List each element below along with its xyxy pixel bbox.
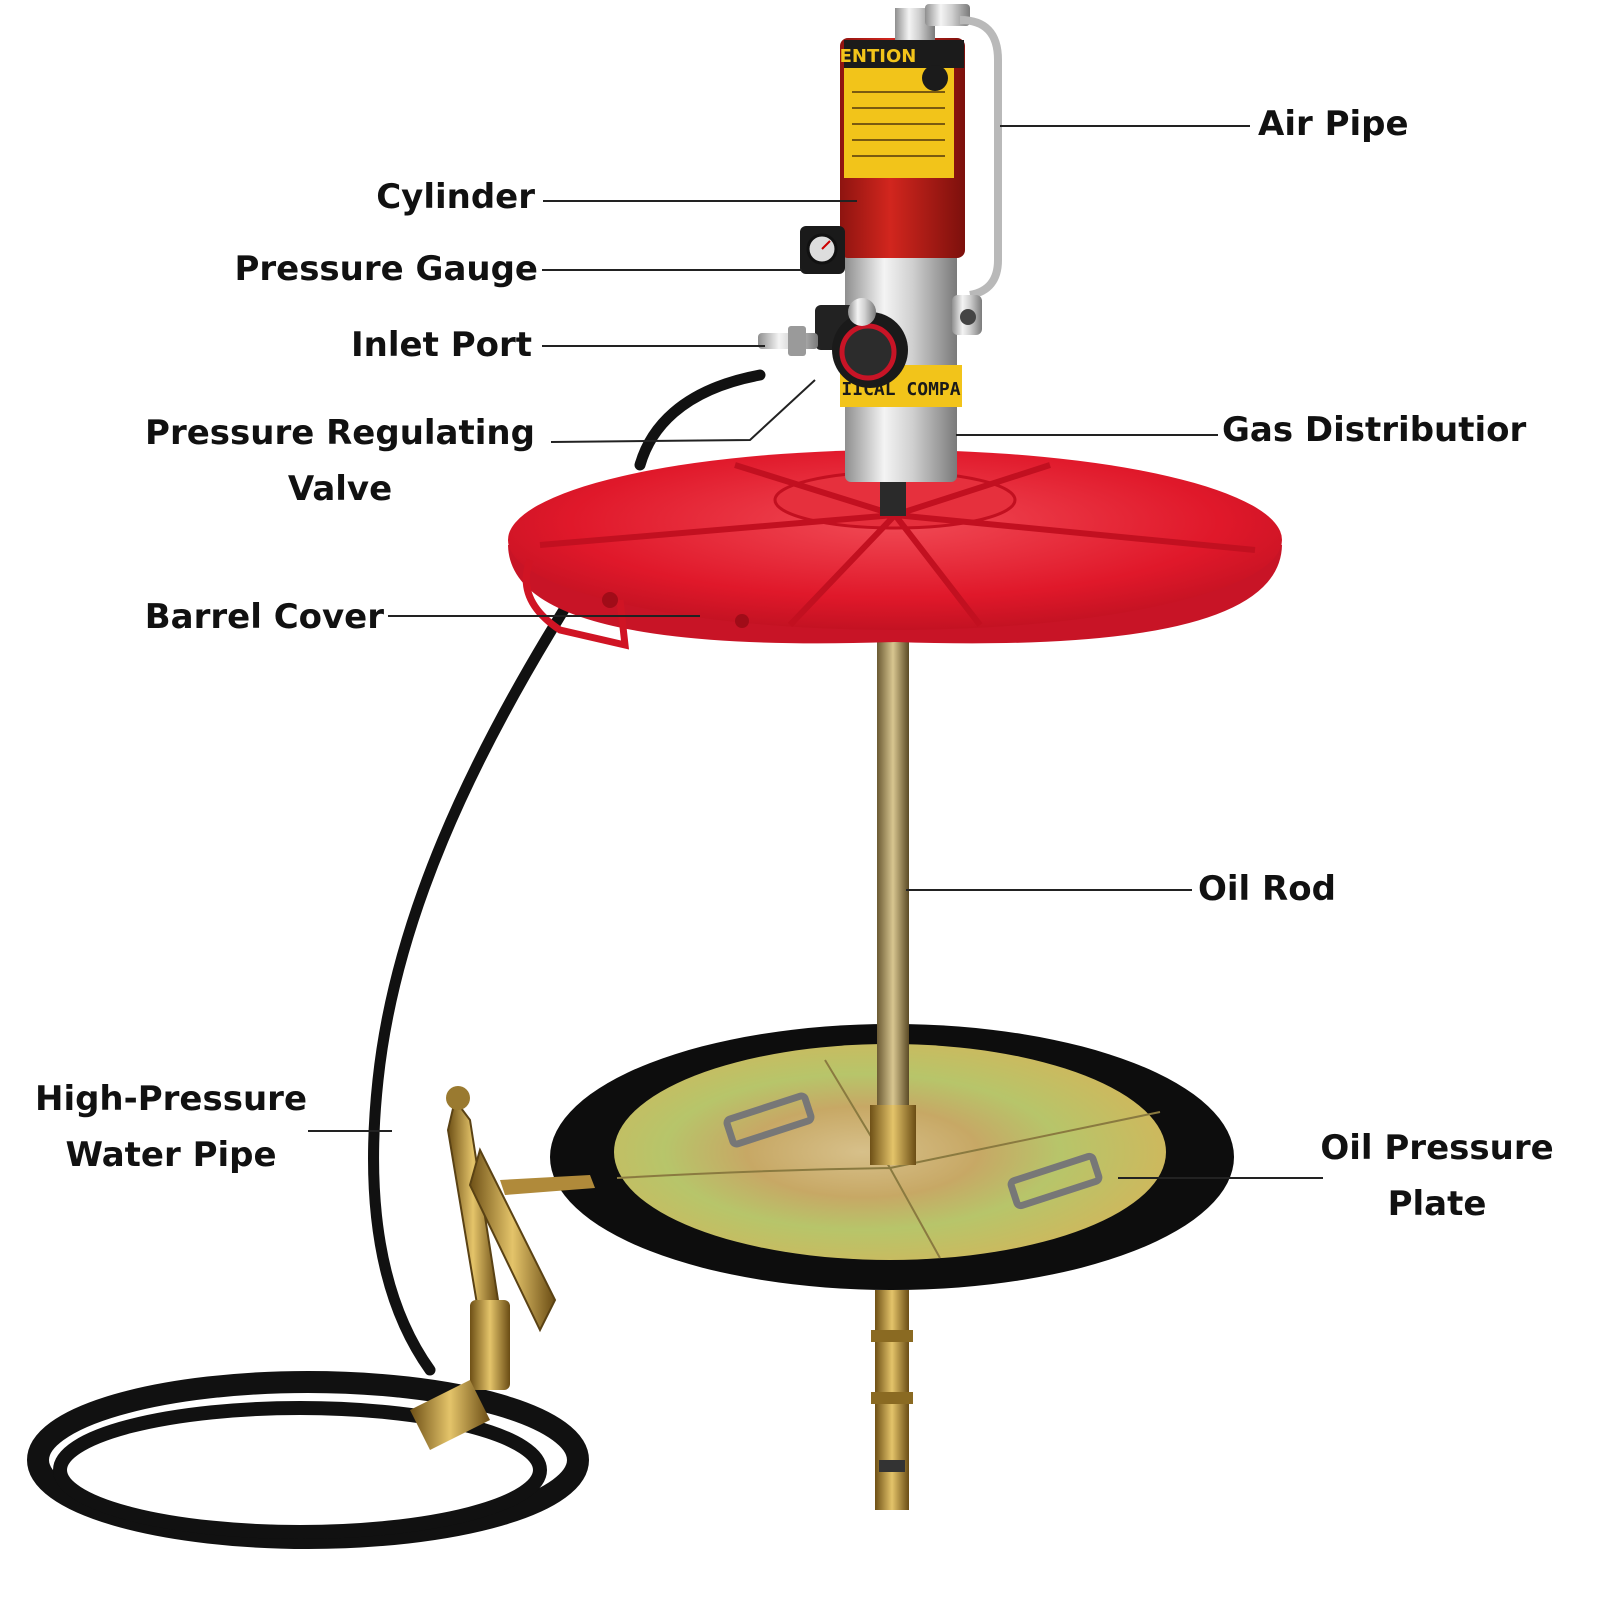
- label-high-pressure-water-pipe-line2: Water Pipe: [65, 1135, 277, 1175]
- label-oil-rod: Oil Rod: [1198, 869, 1336, 909]
- cylinder-body: ENTION: [840, 4, 970, 258]
- label-oil-pressure-plate-line2: Plate: [1387, 1184, 1487, 1224]
- label-barrel-cover: Barrel Cover: [144, 597, 384, 637]
- label-cylinder: Cylinder: [376, 177, 535, 217]
- pump-assembly: IICAL COMPA ENTION: [758, 4, 1002, 482]
- plate-handle-left: [723, 1092, 815, 1148]
- label-high-pressure-water-pipe: High-Pressure Water Pipe: [28, 1071, 314, 1183]
- air-pipe: [959, 16, 1002, 299]
- label-inlet-port: Inlet Port: [351, 325, 532, 365]
- rod-bottom-section: [871, 1290, 913, 1510]
- plate-handle-right: [1007, 1152, 1103, 1210]
- grease-gun: [410, 1086, 595, 1450]
- pressure-gauge: [800, 226, 845, 274]
- high-pressure-hose: [27, 369, 766, 1549]
- label-pressure-regulating-valve-line1: Pressure Regulating: [145, 413, 535, 453]
- inlet-port: [758, 326, 818, 356]
- leader-lines: [308, 125, 1323, 1179]
- label-high-pressure-water-pipe-line1: High-Pressure: [34, 1079, 308, 1119]
- barrel-cover: [508, 450, 1282, 650]
- attention-label-text: ENTION: [840, 46, 917, 67]
- leader-pressure-regulating-valve: [550, 379, 816, 443]
- oil-rod: [870, 640, 916, 1165]
- label-oil-pressure-plate: Oil Pressure Plate: [1312, 1120, 1562, 1232]
- pressure-regulating-valve: [815, 298, 908, 388]
- label-gas-distribution: Gas Distributior: [1222, 410, 1527, 450]
- label-pressure-regulating-valve: Pressure Regulating Valve: [131, 405, 549, 517]
- label-air-pipe: Air Pipe: [1258, 104, 1409, 144]
- label-pressure-gauge: Pressure Gauge: [234, 249, 538, 289]
- right-fitting: [952, 295, 982, 335]
- label-oil-pressure-plate-line1: Oil Pressure: [1320, 1128, 1554, 1168]
- label-pressure-regulating-valve-line2: Valve: [287, 469, 393, 509]
